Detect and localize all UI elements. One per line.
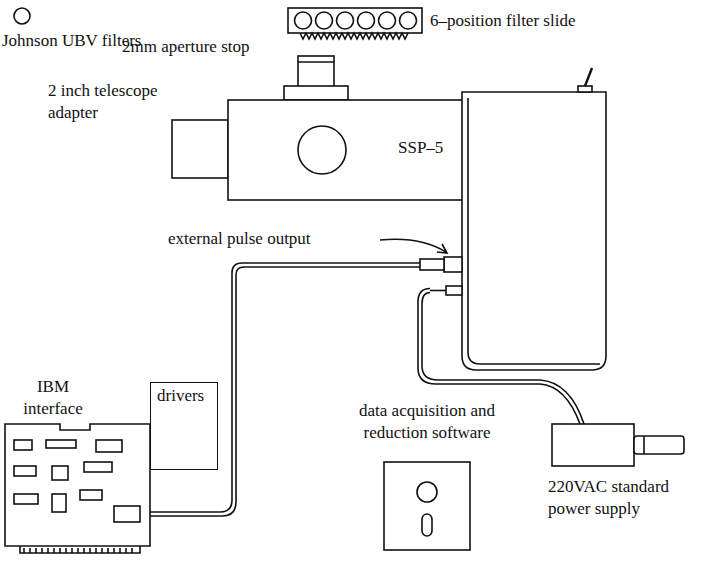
floppy-disk: [384, 462, 470, 550]
telescope-adapter: [172, 120, 228, 178]
adapter-label: 2 inch telescope adapter: [48, 80, 172, 124]
optics-body: [228, 100, 465, 200]
node-label: SSP–5: [398, 138, 459, 158]
instrument-body: SSP–5: [228, 100, 465, 200]
node-label: drivers: [157, 386, 211, 406]
software-label: data acquisition and reduction software: [338, 400, 516, 444]
leader-arrow: [380, 239, 446, 252]
leader-arrowhead: [437, 244, 447, 253]
power-plug: [430, 286, 462, 295]
pulse-output-label: external pulse output: [168, 228, 378, 250]
aperture-label: 2mm aperture stop: [122, 36, 292, 58]
viewing-eyepiece: [298, 126, 346, 174]
filter-slide-label: 6–position filter slide: [430, 10, 700, 32]
pulse-connector: [420, 257, 462, 272]
aperture-stop: [284, 56, 348, 100]
filter-disc: [14, 8, 30, 24]
power-supply-label: 220VAC standard power supply: [548, 476, 698, 520]
interface-label: IBM interface: [10, 376, 96, 420]
electronics-housing: [462, 68, 606, 370]
filter-slide: [288, 8, 422, 39]
pulse-cable: [140, 263, 420, 516]
interface-card: [5, 424, 150, 553]
power-supply: [552, 424, 684, 466]
drivers-box: drivers: [150, 382, 218, 470]
